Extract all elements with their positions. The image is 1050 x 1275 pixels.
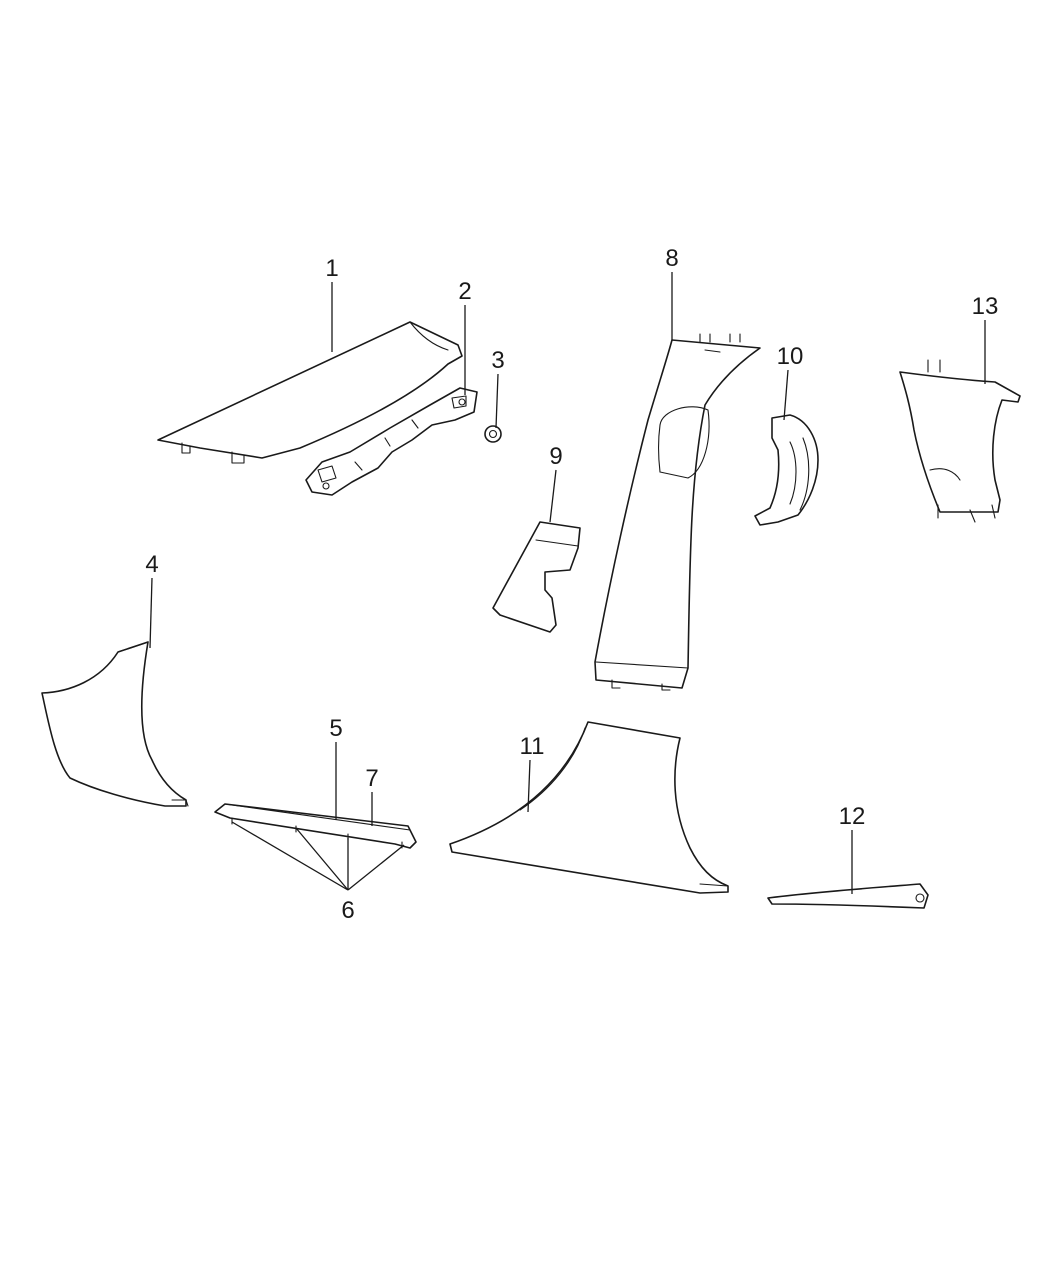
callout-3: 3	[491, 347, 504, 374]
part-2-bracket	[305, 387, 478, 496]
callout-4: 4	[145, 551, 158, 578]
callout-2: 2	[458, 278, 471, 305]
part-8-b-pillar-trim	[594, 333, 761, 691]
part-13-c-pillar-trim	[899, 359, 1021, 523]
callout-8: 8	[665, 245, 678, 272]
callout-10: 10	[777, 343, 804, 370]
callout-5: 5	[329, 715, 342, 742]
callout-labels: 1 2 3 4 5 6 7 8 9 10 11 12 13	[145, 245, 998, 924]
part-1-a-pillar-trim	[157, 321, 463, 464]
part-11-lower-b-pillar-trim	[449, 721, 729, 894]
callout-12: 12	[839, 803, 866, 830]
callout-11: 11	[520, 733, 545, 760]
part-3-clip	[484, 425, 502, 443]
callout-6: 6	[341, 897, 354, 924]
part-9-pad	[492, 521, 581, 633]
callout-1: 1	[325, 255, 338, 282]
leader-lines	[149, 272, 986, 894]
callout-7: 7	[365, 765, 378, 792]
part-12-trim-strip	[767, 883, 929, 909]
part-4-kick-panel	[41, 641, 189, 807]
callout-13: 13	[972, 293, 999, 320]
callout-9: 9	[549, 443, 562, 470]
part-5-sill-plate	[214, 803, 417, 849]
part-10-grab-handle	[754, 414, 819, 526]
